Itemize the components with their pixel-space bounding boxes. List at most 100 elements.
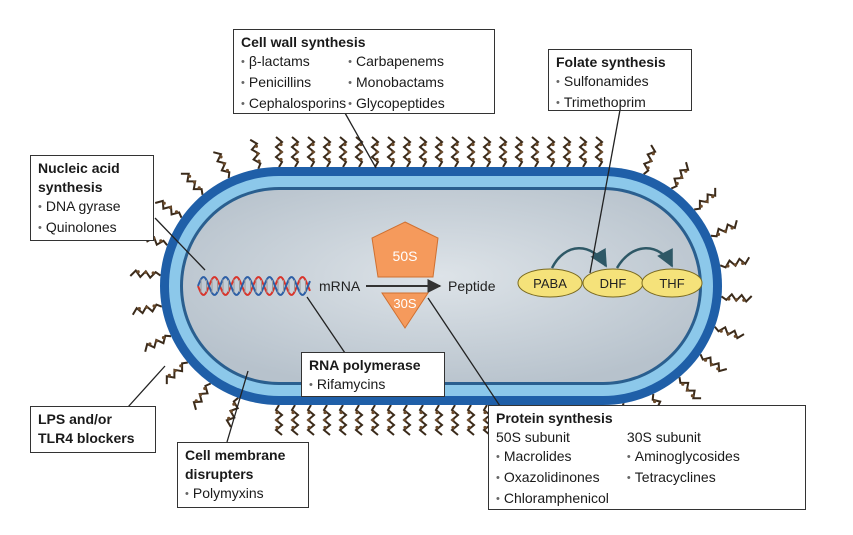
- lps-sugar-bead: [519, 142, 523, 147]
- lps-sugar-bead: [279, 157, 283, 162]
- pointer-nucleic: [154, 217, 206, 271]
- lps-sugar-bead: [435, 410, 439, 415]
- lps-sugar-bead: [194, 399, 198, 403]
- lps-sugar-bead: [467, 425, 471, 430]
- lps-sugar-bead: [519, 157, 523, 162]
- lps-sugar-bead: [279, 150, 283, 154]
- paba-to-dhf-arrow: [550, 247, 608, 269]
- dhf-to-thf-arrow: [615, 247, 674, 269]
- lps-sugar-bead: [487, 150, 491, 154]
- lps-sugar-bead: [716, 367, 720, 371]
- lps-spike: [192, 382, 212, 411]
- lps-sugar-bead: [703, 358, 708, 362]
- folate-synthesis-title: Folate synthesis: [556, 54, 666, 70]
- lps-sugar-bead: [295, 142, 299, 147]
- lps-sugar-bead: [359, 150, 363, 154]
- lps-sugar-bead: [145, 305, 149, 309]
- lps-sugar-bead: [323, 410, 327, 415]
- lps-sugar-bead: [403, 410, 407, 415]
- lps-tlr4-blockers-box: LPS and/or TLR4 blockers: [30, 406, 156, 453]
- lps-sugar-bead: [232, 402, 236, 406]
- lps-sugar-bead: [483, 425, 487, 430]
- lps-sugar-bead: [275, 410, 279, 415]
- lps-sugar-bead: [391, 157, 395, 162]
- lps-sugar-bead: [684, 169, 688, 173]
- cell-membrane-title-line1: Cell membrane: [185, 447, 286, 463]
- lps-spike: [694, 187, 717, 211]
- lps-sugar-bead: [198, 393, 203, 397]
- lps-spike: [714, 325, 745, 340]
- lps-sugar-bead: [343, 142, 347, 147]
- drug-beta-lactams: β-lactams: [241, 52, 346, 73]
- mrna-label: mRNA: [319, 278, 361, 294]
- lps-sugar-bead: [311, 150, 315, 154]
- lps-title-line2: TLR4 blockers: [38, 430, 135, 446]
- lps-sugar-bead: [727, 297, 731, 301]
- lps-sugar-bead: [681, 382, 685, 386]
- thf-node: [641, 268, 703, 298]
- lps-sugar-bead: [168, 205, 172, 210]
- lps-sugar-bead: [455, 150, 459, 154]
- lps-sugar-bead: [519, 150, 523, 154]
- lps-sugar-bead: [307, 418, 311, 422]
- lps-sugar-bead: [567, 142, 571, 147]
- lps-sugar-bead: [455, 142, 459, 147]
- lps-sugar-bead: [690, 394, 695, 398]
- lps-sugar-bead: [387, 425, 391, 430]
- lps-sugar-bead: [222, 162, 226, 166]
- lps-sugar-bead: [726, 264, 730, 268]
- lps-sugar-bead: [407, 142, 411, 147]
- pointer-protein: [427, 297, 501, 407]
- lps-sugar-bead: [733, 334, 737, 338]
- lps-sugar-bead: [225, 168, 229, 173]
- lps-sugar-bead: [167, 373, 171, 377]
- lps-sugar-bead: [144, 270, 148, 274]
- lps-sugar-bead: [419, 410, 423, 415]
- lps-sugar-bead: [535, 157, 539, 162]
- lps-spike: [165, 361, 188, 385]
- drug-glycopeptides: Glycopeptides: [348, 94, 445, 115]
- lps-sugar-bead: [152, 304, 156, 308]
- lps-sugar-bead: [471, 157, 475, 162]
- drug-quinolones: Quinolones: [38, 218, 146, 239]
- drug-carbapenems: Carbapenems: [348, 52, 445, 73]
- lps-spike: [670, 161, 690, 190]
- drug-chloramphenicol: Chloramphenicol: [496, 489, 609, 510]
- lps-sugar-bead: [423, 157, 427, 162]
- lps-sugar-bead: [653, 399, 657, 404]
- lps-sugar-bead: [291, 425, 295, 430]
- ribosome-50s-label: 50S: [393, 248, 418, 264]
- lps-sugar-bead: [148, 342, 152, 346]
- lps-sugar-bead: [699, 204, 703, 208]
- lps-sugar-bead: [339, 425, 343, 430]
- pointer-folate: [589, 109, 621, 274]
- lps-sugar-bead: [407, 157, 411, 162]
- drug-trimethoprim: Trimethoprim: [556, 93, 684, 114]
- lps-spike: [154, 199, 183, 219]
- lps-sugar-bead: [649, 159, 653, 163]
- drug-rifamycins: Rifamycins: [309, 375, 437, 396]
- lps-sugar-bead: [355, 425, 359, 430]
- lps-sugar-bead: [599, 150, 603, 154]
- pointer-rna-pol: [306, 296, 346, 354]
- lps-sugar-bead: [435, 425, 439, 430]
- lps-spike: [678, 377, 702, 400]
- drug-macrolides: Macrolides: [496, 447, 609, 468]
- lps-sugar-bead: [257, 159, 261, 163]
- lps-sugar-bead: [161, 336, 166, 340]
- lps-spike: [642, 144, 657, 175]
- lps-sugar-bead: [387, 418, 391, 422]
- cell-wall-synthesis-title: Cell wall synthesis: [241, 34, 366, 50]
- lps-sugar-bead: [155, 339, 159, 343]
- ribosome-30s-subunit: [381, 292, 429, 329]
- pointer-lps: [127, 365, 166, 408]
- lps-sugar-bead: [686, 388, 690, 392]
- lps-sugar-bead: [339, 410, 343, 415]
- lps-sugar-bead: [323, 425, 327, 430]
- lps-title-line1: LPS and/or: [38, 411, 112, 427]
- lps-sugar-bead: [599, 157, 603, 162]
- lps-sugar-bead: [487, 142, 491, 147]
- lps-sugar-bead: [535, 150, 539, 154]
- lps-sugar-bead: [355, 418, 359, 422]
